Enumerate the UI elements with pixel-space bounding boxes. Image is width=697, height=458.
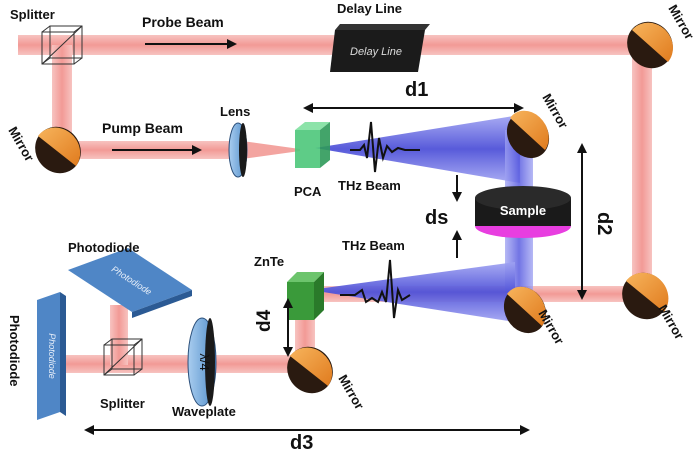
mirror-left: [35, 126, 81, 174]
delay-line-box-label: Delay Line: [350, 46, 402, 58]
lens-label: Lens: [220, 104, 250, 119]
splitter-bottom: [103, 338, 143, 376]
d2-label: d2: [593, 212, 615, 235]
delay-line: Delay Line: [330, 24, 430, 72]
pca-label: PCA: [294, 184, 322, 199]
mirror-top-right: [627, 21, 673, 69]
d4-label: d4: [254, 309, 275, 332]
pca-crystal: [295, 122, 330, 168]
splitter-bottom-label: Splitter: [100, 396, 145, 411]
delay-line-label: Delay Line: [337, 1, 402, 16]
sample-holder: Sample: [475, 186, 571, 238]
probe-beam-label: Probe Beam: [142, 14, 224, 30]
thz-waveform-upper: [350, 121, 420, 173]
pump-beam-label: Pump Beam: [102, 120, 183, 136]
thz-beam-lower-label: THz Beam: [342, 238, 405, 253]
thz-waveform-lower: [340, 259, 411, 319]
mirror-upper-mid: [506, 110, 550, 159]
pump-beam-path: [52, 45, 300, 159]
waveplate-label: Waveplate: [172, 404, 236, 419]
waveplate-symbol: λ/4: [197, 353, 212, 370]
mirror-bottom-right: [622, 272, 669, 320]
mirror-lower-mid: [503, 286, 547, 334]
ds-label: ds: [425, 207, 448, 229]
mirror-bottom-label: Mirror: [335, 372, 367, 412]
mirror-left-label: Mirror: [5, 124, 37, 164]
thz-beam-upper-label: THz Beam: [338, 178, 401, 193]
d3-label: d3: [290, 432, 313, 453]
waveplate: λ/4: [187, 317, 217, 407]
mirror-bottom-right-label: Mirror: [655, 302, 687, 342]
photodiode-left-box-label: Photodiode: [47, 333, 57, 379]
lens: [228, 122, 248, 178]
photodiode-left: Photodiode: [37, 292, 66, 420]
photodiode-left-label: Photodiode: [7, 315, 22, 387]
splitter-top-label: Splitter: [10, 7, 55, 22]
znte-crystal: [287, 272, 324, 320]
d1-label: d1: [405, 79, 428, 101]
znte-label: ZnTe: [254, 254, 284, 269]
sample-label: Sample: [500, 203, 546, 218]
mirror-bottom: [287, 346, 333, 394]
splitter-top: [41, 25, 83, 65]
photodiode-top: Photodiode: [68, 248, 192, 318]
thz-beam-lower: [310, 262, 515, 322]
photodiode-top-label: Photodiode: [68, 240, 140, 255]
